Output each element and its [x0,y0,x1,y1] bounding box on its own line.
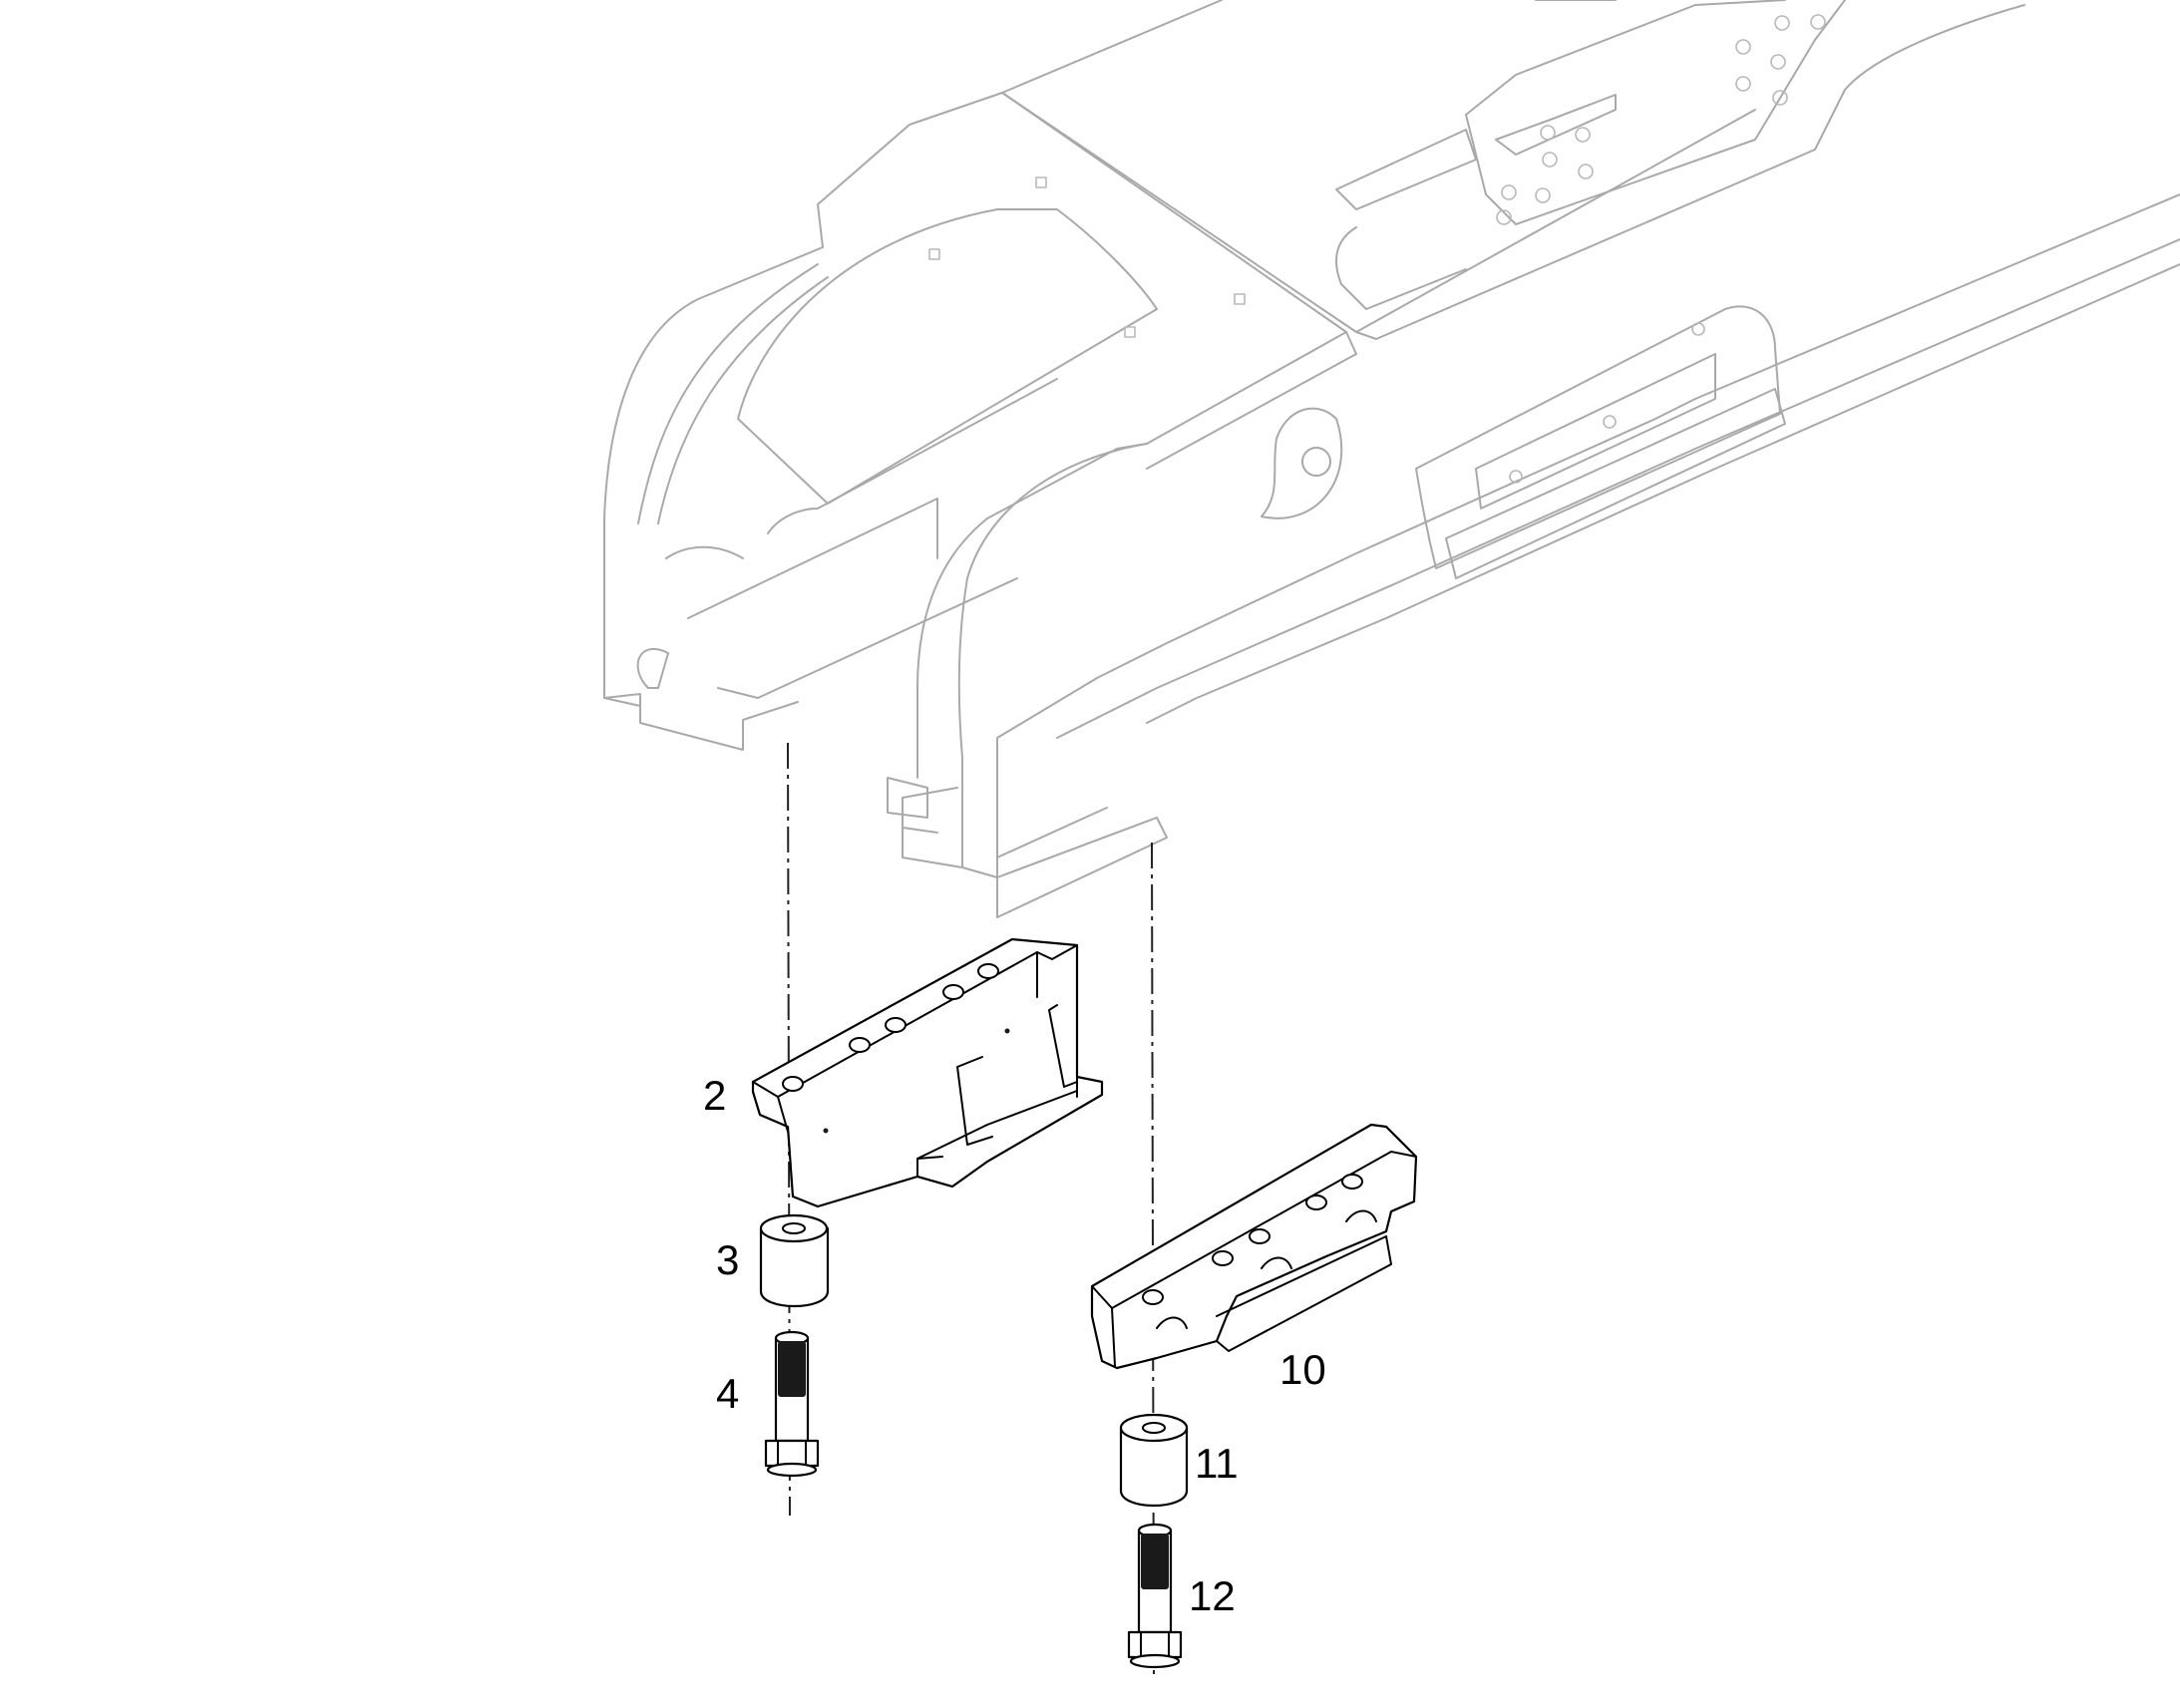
callout-11: 11 [1195,1440,1239,1487]
part-4-bolt [764,1330,820,1478]
callout-labels: 2 3 4 10 11 12 [703,1072,1326,1619]
part-10-guide-block [1090,1123,1418,1370]
callout-2: 2 [703,1072,726,1119]
callout-3: 3 [716,1236,739,1283]
part-2-guide-block [751,937,1104,1208]
part-11-spacer [1119,1413,1189,1507]
part-3-spacer [759,1213,830,1307]
callout-12: 12 [1189,1572,1236,1619]
assembly-centerlines [787,742,1155,1676]
callout-4: 4 [716,1370,739,1417]
frame-rivets [928,14,1826,484]
crawler-frame-drawing [603,0,2180,918]
part-12-bolt [1127,1523,1183,1669]
callout-10: 10 [1279,1346,1326,1393]
